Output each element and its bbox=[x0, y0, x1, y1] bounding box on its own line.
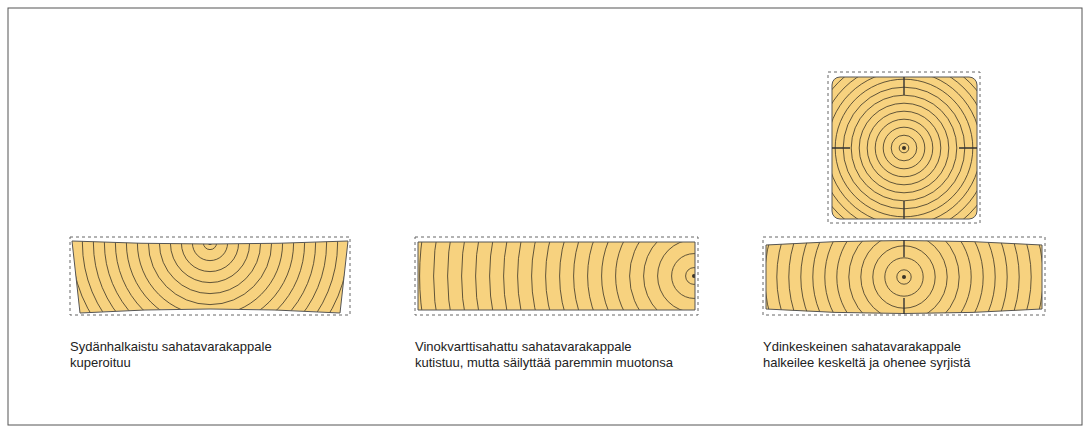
board-outline bbox=[832, 77, 977, 219]
growth-ring bbox=[832, 77, 977, 219]
growth-ring bbox=[825, 198, 983, 356]
growth-rings bbox=[832, 77, 977, 219]
growth-ring bbox=[0, 0, 470, 430]
growth-ring bbox=[644, 226, 745, 327]
growth-ring bbox=[38, 71, 381, 414]
growth-ring bbox=[148, 181, 271, 304]
growth-ring bbox=[658, 240, 731, 313]
growth-ring bbox=[27, 60, 392, 425]
pith bbox=[902, 146, 906, 150]
growth-ring bbox=[16, 49, 403, 430]
original-outline bbox=[415, 237, 698, 315]
growth-ring bbox=[60, 93, 359, 392]
growth-ring bbox=[849, 222, 959, 332]
growth-ring bbox=[203, 236, 216, 249]
growth-ring bbox=[137, 170, 282, 315]
growth-ring bbox=[843, 87, 965, 209]
board-fill bbox=[766, 241, 1042, 314]
growth-ring bbox=[0, 27, 426, 430]
board-fill bbox=[418, 242, 695, 310]
board-fill bbox=[72, 241, 348, 313]
growth-ring bbox=[885, 258, 923, 296]
growth-ring bbox=[837, 210, 971, 344]
growth-ring bbox=[851, 95, 957, 201]
growth-ring bbox=[867, 111, 941, 185]
board-fill bbox=[832, 77, 977, 219]
growth-ring bbox=[0, 0, 459, 430]
growth-ring bbox=[0, 5, 448, 430]
growth-ring bbox=[835, 79, 973, 217]
growth-ring bbox=[832, 77, 977, 219]
growth-ring bbox=[861, 234, 947, 320]
growth-ring bbox=[170, 203, 249, 282]
growth-ring bbox=[672, 254, 717, 299]
growth-ring bbox=[159, 192, 260, 293]
growth-ring bbox=[891, 135, 917, 161]
board-outline bbox=[72, 241, 348, 313]
growth-ring bbox=[630, 212, 759, 341]
pith bbox=[902, 275, 906, 279]
growth-ring bbox=[875, 119, 933, 177]
original-outline bbox=[70, 237, 350, 315]
growth-ring bbox=[899, 143, 909, 153]
growth-ring bbox=[859, 103, 949, 193]
board-outline bbox=[766, 241, 1042, 314]
growth-ring bbox=[832, 77, 977, 219]
growth-ring bbox=[832, 77, 977, 219]
growth-ring bbox=[192, 225, 227, 260]
board-outline bbox=[418, 242, 695, 310]
crack bbox=[903, 240, 904, 314]
caption: Vinokvarttisahattu sahatavarakappale kut… bbox=[415, 339, 673, 371]
caption: Sydänhalkaistu sahatavarakappale kuperoi… bbox=[70, 339, 305, 371]
growth-ring bbox=[686, 268, 703, 285]
growth-ring bbox=[883, 127, 925, 169]
growth-ring bbox=[181, 214, 238, 271]
frame bbox=[8, 8, 1082, 425]
original-outline bbox=[763, 237, 1045, 315]
growth-ring bbox=[897, 270, 911, 284]
growth-ring bbox=[0, 16, 437, 430]
caption: Ydinkeskeinen sahatavarakappale halkeile… bbox=[763, 339, 1013, 371]
growth-ring bbox=[832, 77, 977, 219]
crack bbox=[832, 77, 977, 219]
growth-ring bbox=[49, 82, 370, 403]
growth-ring bbox=[5, 38, 414, 430]
growth-ring bbox=[0, 0, 481, 430]
original-outline bbox=[828, 72, 980, 223]
growth-ring bbox=[616, 198, 773, 355]
